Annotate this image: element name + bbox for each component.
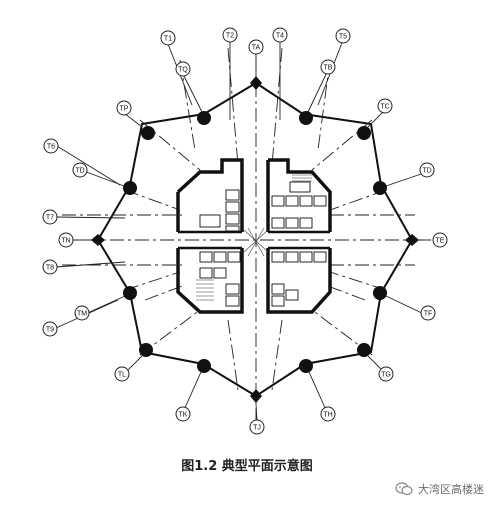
label-TC: TC: [380, 104, 389, 111]
label-TJ: TJ: [253, 425, 261, 432]
label-T8: T8: [46, 265, 54, 272]
column: [373, 181, 387, 195]
column: [299, 111, 313, 125]
core: [176, 158, 332, 314]
label-TP: TP: [120, 106, 129, 113]
label-T5: T5: [339, 34, 347, 41]
column: [141, 126, 155, 140]
label-T6: T6: [47, 144, 55, 151]
watermark-text: 大湾区高楼迷: [418, 483, 484, 496]
label-T4: T4: [276, 33, 284, 40]
label-TF: TF: [424, 311, 433, 318]
core-center: [243, 227, 269, 257]
column: [123, 181, 137, 195]
column: [197, 111, 211, 125]
column: [373, 286, 387, 300]
callouts: [42, 27, 448, 435]
column: [139, 343, 153, 357]
column: [250, 76, 262, 90]
column: [91, 234, 105, 246]
label-TM: TM: [77, 311, 87, 318]
label-TL: TL: [118, 372, 126, 379]
columns: [91, 76, 419, 403]
label-TD-left: TD: [75, 168, 84, 175]
elevators: [199, 181, 327, 307]
figure-caption: 图1.2 典型平面示意图: [181, 459, 313, 474]
label-TQ: TQ: [178, 67, 188, 74]
label-TE: TE: [436, 238, 445, 245]
column: [357, 126, 371, 140]
label-TB: TB: [324, 65, 333, 72]
column: [123, 286, 137, 300]
label-TA: TA: [252, 45, 261, 52]
label-T9: T9: [46, 327, 54, 334]
column: [405, 234, 419, 246]
label-T2: T2: [226, 33, 234, 40]
label-T1: T1: [164, 36, 172, 43]
label-TG: TG: [381, 372, 391, 379]
column: [197, 359, 211, 373]
label-T7: T7: [46, 215, 54, 222]
column: [357, 343, 371, 357]
column: [299, 359, 313, 373]
column: [250, 389, 262, 403]
label-TK: TK: [179, 412, 188, 419]
callout-labels: T1 T2 TA T4 T5 TQ TB TP TC T6 TD TD T7 T…: [46, 33, 445, 432]
label-TD-right: TD: [422, 168, 431, 175]
watermark: 大湾区高楼迷: [395, 481, 484, 497]
stairs: [196, 174, 312, 301]
label-TH: TH: [323, 412, 332, 419]
wechat-icon: [395, 482, 413, 496]
label-TN: TN: [61, 238, 70, 245]
